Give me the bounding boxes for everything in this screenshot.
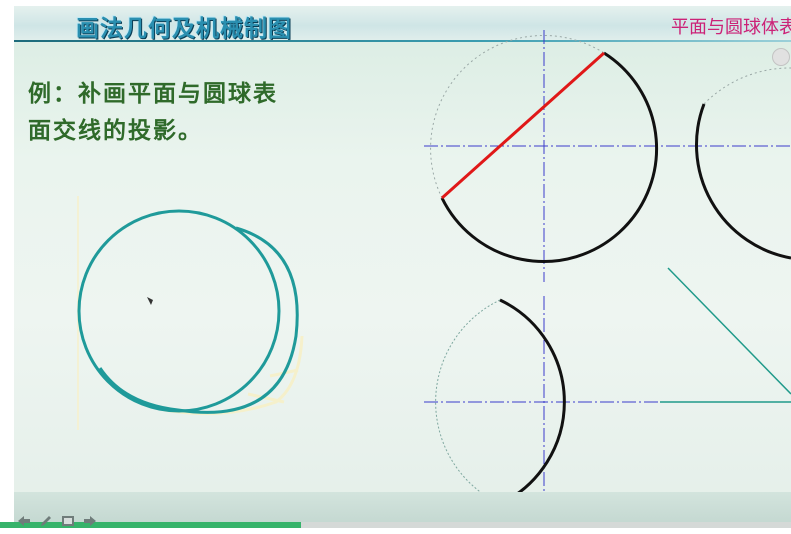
- side-hidden-arc: [703, 67, 791, 105]
- forward-arrow-icon[interactable]: [82, 513, 98, 529]
- hidden-arc: [430, 35, 605, 199]
- cutting-plane-line: [440, 51, 606, 200]
- plan-hidden-arc: [435, 299, 501, 505]
- sphere-outline-front: [440, 51, 659, 263]
- miter-line: [667, 267, 791, 395]
- problem-line-2: 面交线的投影。: [28, 118, 203, 144]
- title-bar: 画法几何及机械制图 平面与圆球体表: [14, 6, 791, 42]
- progress-fill: [0, 522, 301, 528]
- back-arrow-icon[interactable]: [16, 513, 32, 529]
- problem-line-1: 例：补画平面与圆球表: [28, 81, 278, 107]
- sketch-section-curve: [98, 226, 299, 414]
- slide-footer: [14, 492, 791, 524]
- course-title: 画法几何及机械制图: [76, 16, 292, 42]
- problem-statement: 例：补画平面与圆球表 面交线的投影。: [28, 76, 368, 150]
- freehand-sketch: [77, 196, 304, 430]
- scroll-knob[interactable]: [772, 48, 790, 66]
- mouse-cursor-icon: [147, 297, 153, 305]
- side-projection: [695, 67, 791, 260]
- slide-canvas: 画法几何及机械制图 平面与圆球体表 例：补画平面与圆球表 面交线的投影。: [14, 6, 791, 524]
- pen-icon[interactable]: [38, 513, 54, 529]
- sketch-highlight: [163, 335, 304, 416]
- top-projection: [424, 30, 791, 282]
- drawing-area: [77, 30, 791, 516]
- playback-progress[interactable]: [0, 522, 791, 528]
- bottom-projection: [424, 267, 791, 516]
- section-title: 平面与圆球体表: [671, 17, 791, 38]
- sphere-outline-plan: [499, 298, 566, 506]
- sphere-outline-side: [695, 103, 791, 260]
- slide-navigation: [16, 512, 98, 530]
- screen-icon[interactable]: [60, 513, 76, 529]
